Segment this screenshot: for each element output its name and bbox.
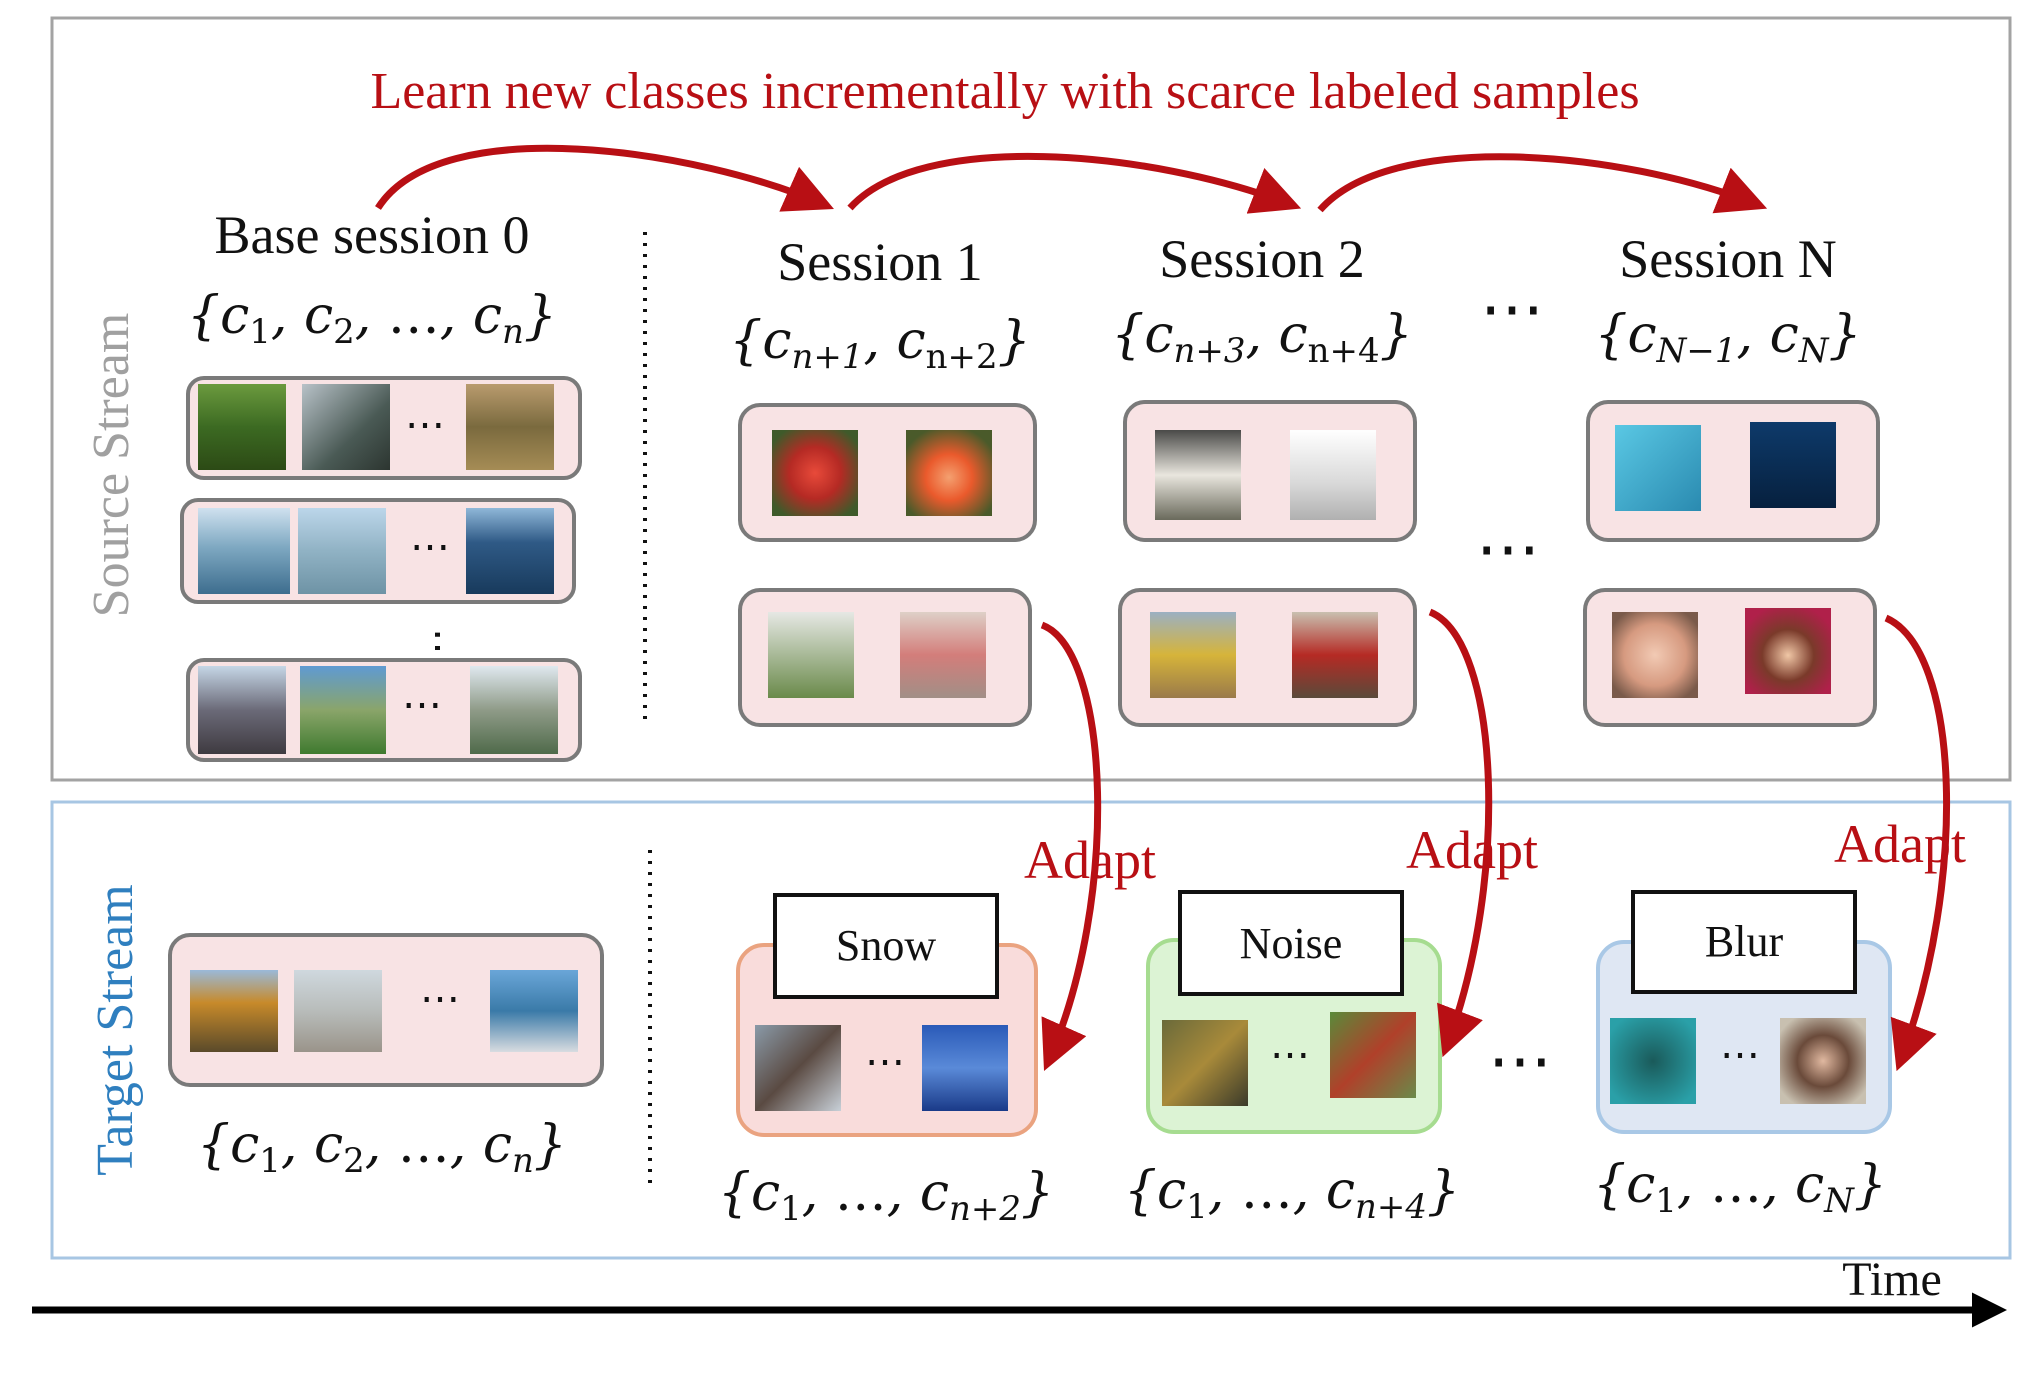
session-label-1: Session 1 [777, 232, 983, 292]
diagram-title: Learn new classes incrementally with sca… [370, 63, 1639, 120]
session-ellipsis-cards: ⋯ [1476, 513, 1540, 584]
target-class-set-blur: {c1, …, cN} [1593, 1155, 1887, 1221]
session-label-0: Base session 0 [215, 205, 530, 265]
session-arrow-1-2 [847, 152, 1302, 214]
source-stream-label: Source Stream [83, 313, 140, 618]
base-card-coast: ⋯ [180, 498, 576, 604]
time-label: Time [1842, 1253, 1942, 1306]
svg-text:⋯: ⋯ [410, 524, 450, 569]
source-stream-frame [50, 16, 2012, 782]
session-2-card-machines [1118, 588, 1417, 727]
svg-text:⋯: ⋯ [420, 976, 460, 1021]
svg-text:⋯: ⋯ [1270, 1032, 1310, 1077]
adapt-label-2: Adapt [1406, 820, 1538, 880]
domain-card-noise: Noise ⋯ [1146, 890, 1442, 1134]
adapt-arrow-2 [1428, 608, 1493, 1058]
session-1-card-flowers [738, 403, 1037, 542]
session-arrow-2-n [1317, 153, 1768, 214]
session-arrow-0-1 [375, 144, 834, 212]
session-1-card-bicycles [738, 588, 1032, 727]
domain-label-noise: Noise [1240, 919, 1343, 968]
session-label-n: Session N [1619, 229, 1837, 289]
session-ellipsis-label: ⋯ [1480, 273, 1544, 344]
domain-card-blur: Blur ⋯ [1596, 890, 1892, 1134]
session-label-2: Session 2 [1159, 229, 1365, 289]
domain-label-snow: Snow [836, 921, 936, 970]
target-class-set-noise: {c1, …, cn+4} [1124, 1161, 1460, 1227]
domain-card-snow: Snow ⋯ [736, 893, 1038, 1137]
class-set-session-2: {cn+3, cn+4} [1111, 305, 1413, 371]
base-card-forest: ⋯ [186, 376, 582, 480]
session-2-card-vehicles [1123, 400, 1417, 542]
class-set-session-n: {cN−1, cN} [1594, 305, 1861, 371]
adapt-arrow-n [1884, 614, 1951, 1072]
domain-label-blur: Blur [1705, 917, 1784, 966]
target-stream-label: Target Stream [87, 884, 144, 1175]
base-card-mountain: ⋯ [186, 658, 582, 762]
svg-text:⋯: ⋯ [405, 402, 445, 447]
session-n-card-girls [1583, 588, 1877, 727]
target-class-set-snow: {c1, …, cn+2} [718, 1163, 1054, 1229]
target-class-set-base: {c1, c2, …, cn} [197, 1115, 567, 1181]
session-n-card-sharks [1586, 400, 1880, 542]
svg-text:⋯: ⋯ [402, 682, 442, 727]
svg-text:⋯: ⋯ [865, 1039, 905, 1084]
target-stream-frame [50, 800, 2012, 1260]
adapt-arrow-1 [1040, 621, 1102, 1071]
svg-text:⋯: ⋯ [1720, 1032, 1760, 1077]
target-ellipsis: ⋯ [1488, 1025, 1552, 1096]
adapt-label-n: Adapt [1834, 814, 1966, 874]
target-base-card: ⋯ [168, 933, 604, 1087]
adapt-label-1: Adapt [1024, 830, 1156, 890]
class-set-session-0: {c1, c2, …, cn} [187, 286, 557, 352]
class-set-session-1: {cn+1, cn+2} [729, 311, 1031, 377]
